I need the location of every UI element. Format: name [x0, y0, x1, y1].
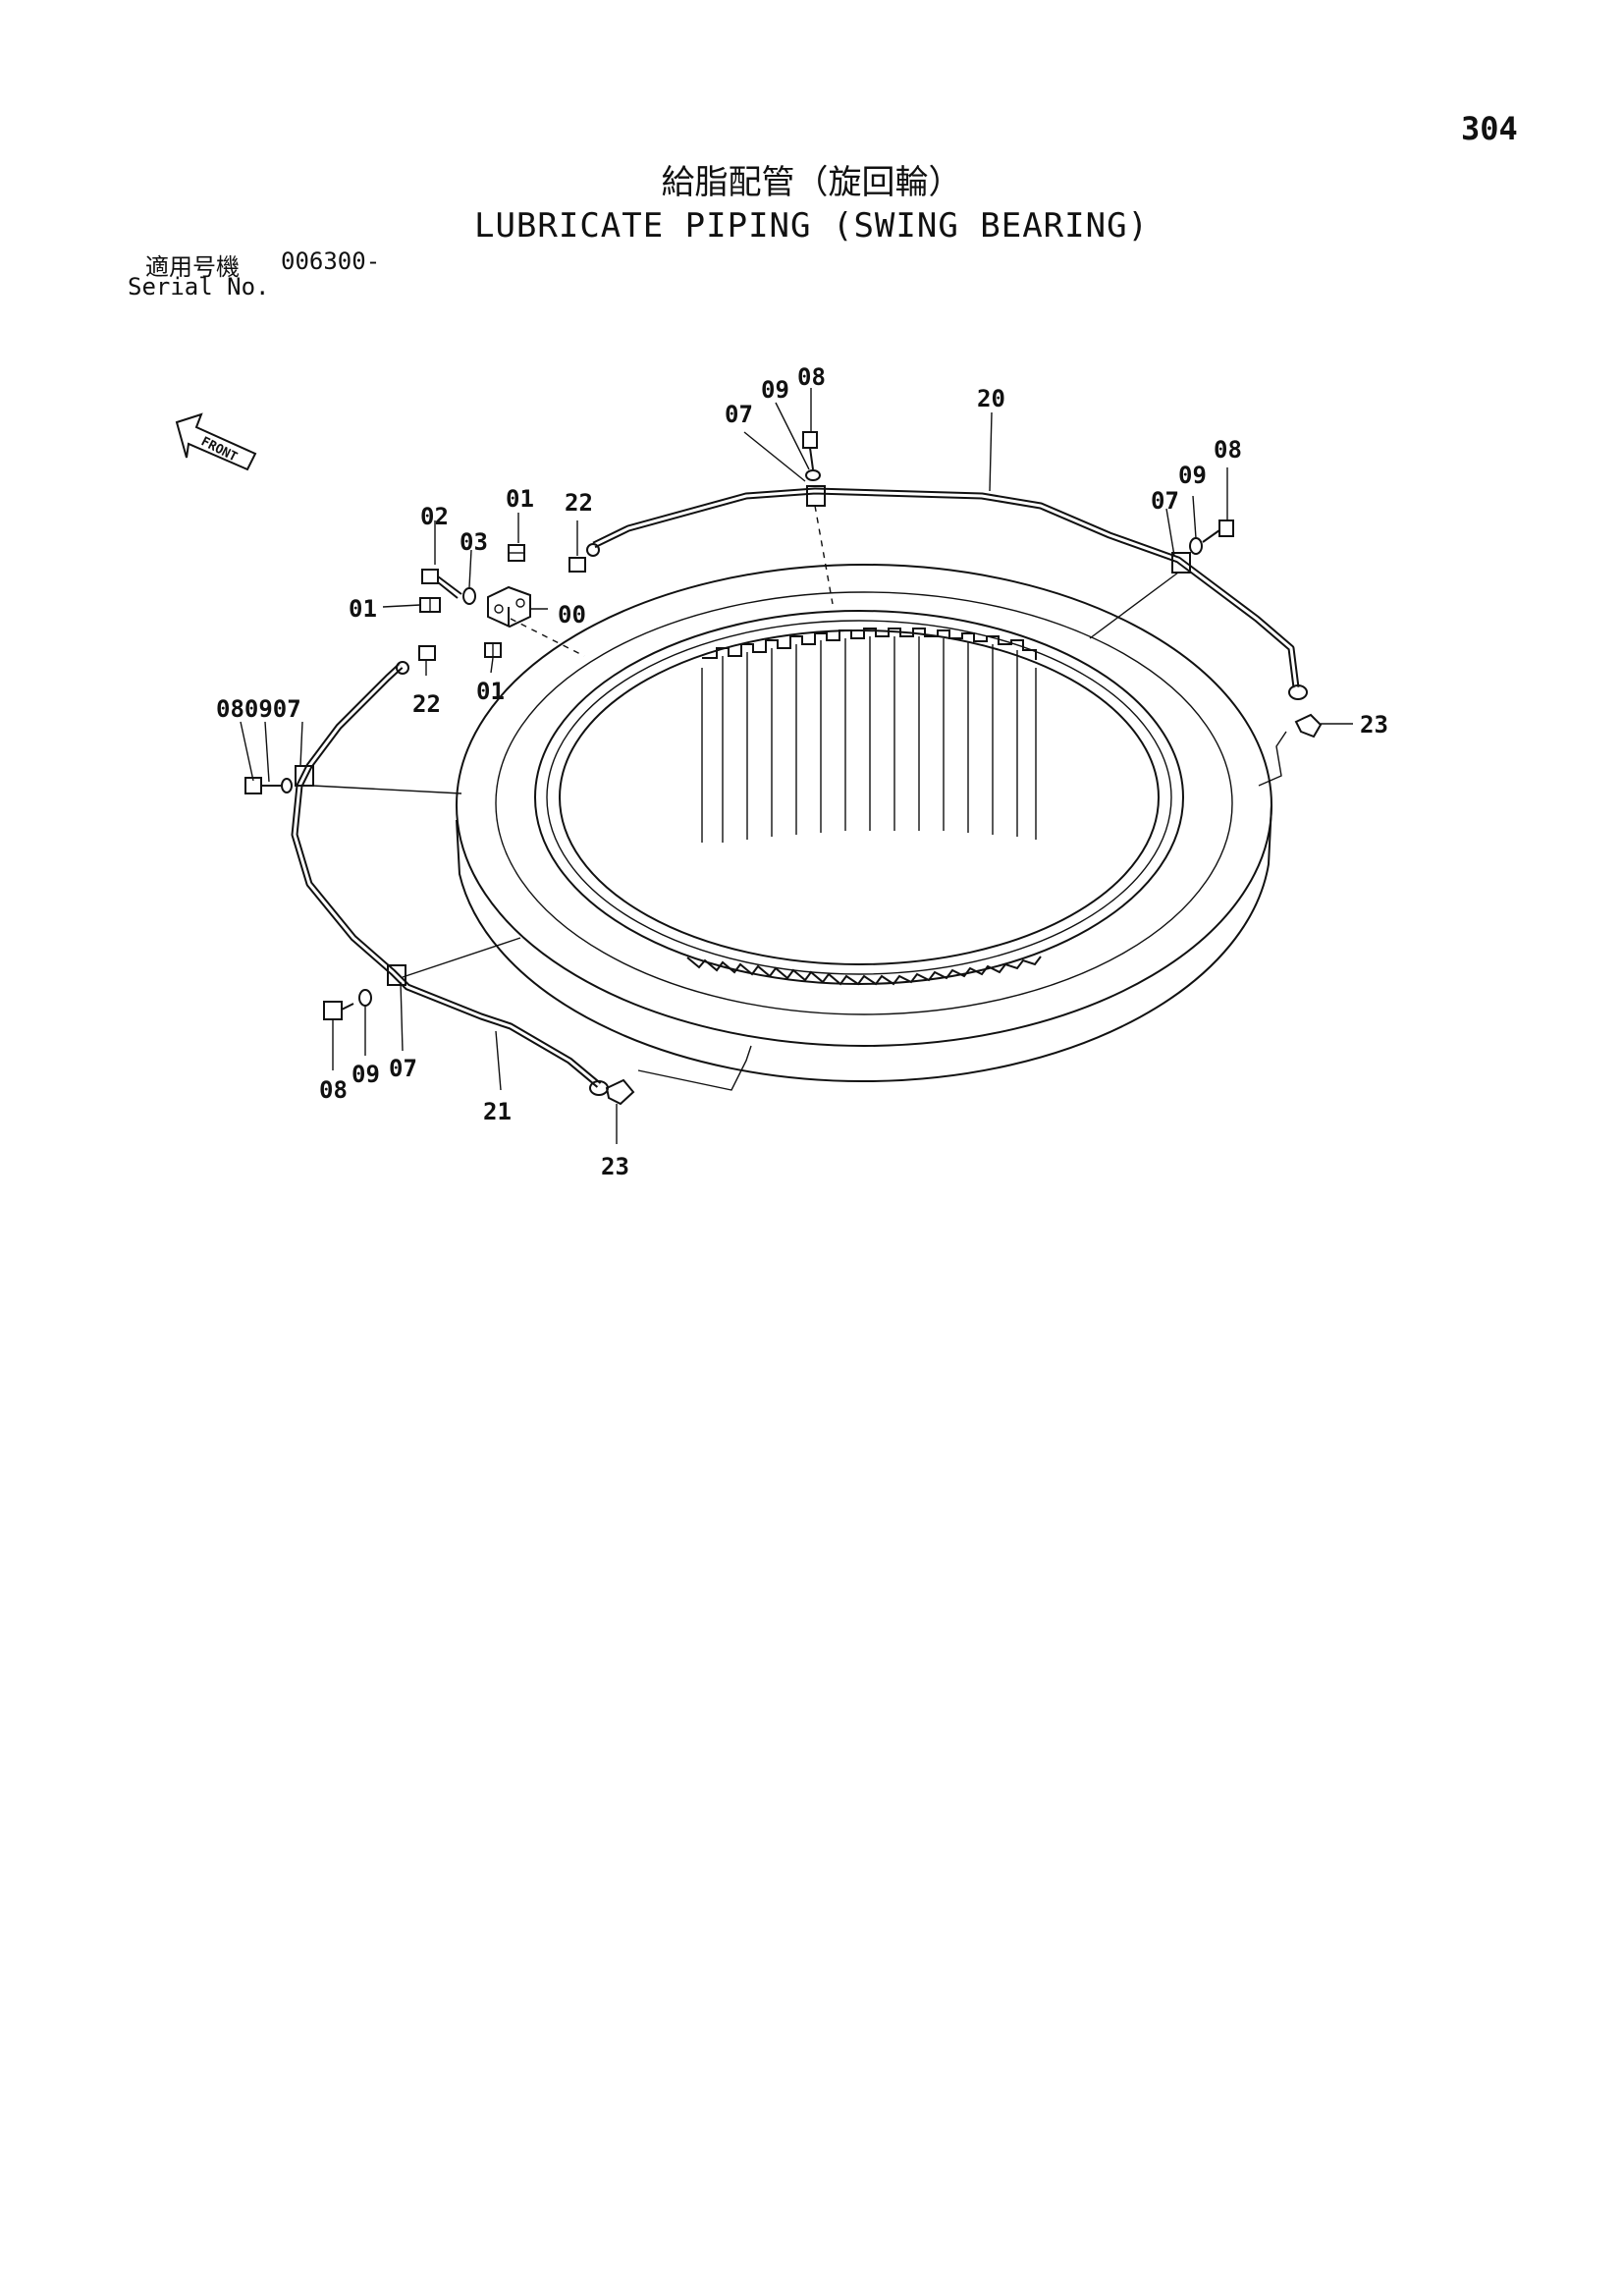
- callout-21: 21: [483, 1098, 512, 1125]
- callout-09-top: 09: [761, 376, 789, 404]
- fitting-22-top: [568, 543, 600, 573]
- callout-07-right: 07: [1151, 487, 1179, 515]
- washer-09-top: [805, 469, 821, 481]
- callout-01-bottom: 01: [476, 678, 505, 705]
- callout-07-bottom: 07: [389, 1055, 417, 1082]
- washer-09-right: [1189, 537, 1203, 555]
- callout-08-right: 08: [1214, 436, 1242, 464]
- page-number: 304: [1461, 110, 1518, 147]
- title-english: LUBRICATE PIPING (SWING BEARING): [473, 206, 1150, 246]
- callout-23-bottom: 23: [601, 1153, 629, 1180]
- callout-01-left: 01: [349, 595, 377, 623]
- callout-09-bottom: 09: [352, 1061, 380, 1088]
- elbow-23-right: [1294, 713, 1323, 738]
- washer-03: [462, 587, 476, 605]
- callout-08-bottom: 08: [319, 1076, 348, 1104]
- callout-labels: 00 01 01 01 02 03 22 22 07 09 08 20 07 0…: [216, 363, 1388, 1180]
- fitting-22-bottom: [396, 645, 436, 675]
- bolt-08-top: [802, 431, 818, 470]
- fitting-01-left: [419, 597, 441, 613]
- callout-01-top: 01: [506, 485, 534, 513]
- pipe-20: [592, 487, 1300, 688]
- callout-22-bottom: 22: [412, 690, 441, 718]
- bolt-08-left: [244, 777, 293, 794]
- gear-teeth-upper: [701, 628, 1037, 843]
- callout-03: 03: [460, 528, 488, 556]
- gear-teeth-lower: [686, 956, 1042, 986]
- callout-02: 02: [420, 503, 449, 530]
- callout-080907-left: 080907: [216, 695, 301, 723]
- leader-lines: [240, 388, 1353, 1144]
- front-label: FRONT: [198, 434, 240, 465]
- callout-08-top: 08: [797, 363, 826, 391]
- callout-20: 20: [977, 385, 1005, 412]
- washer-09-bottom: [358, 989, 372, 1007]
- swing-bearing-ring: [456, 564, 1272, 1082]
- bolt-08-right: [1202, 519, 1234, 543]
- bolt-02: [421, 569, 462, 599]
- fitting-01-top: [508, 544, 525, 562]
- elbow-23-bottom: [605, 1078, 635, 1106]
- callout-09-right: 09: [1178, 462, 1207, 489]
- front-arrow-icon: FRONT: [175, 412, 257, 471]
- callout-22-top: 22: [565, 489, 593, 517]
- serial-label-english: Serial No.: [128, 273, 270, 301]
- bolt-08-bottom: [323, 1001, 354, 1020]
- callout-07-top: 07: [725, 401, 753, 428]
- serial-value: 006300-: [281, 247, 381, 275]
- serial-label-japanese: 適用号機: [145, 253, 240, 281]
- pipe-21: [291, 663, 602, 1088]
- fitting-01-bottom: [484, 642, 502, 658]
- grease-block: [487, 585, 531, 629]
- callout-23-right: 23: [1360, 711, 1388, 738]
- callout-00: 00: [558, 601, 586, 629]
- title-japanese: 給脂配管（旋回輪）: [661, 163, 962, 202]
